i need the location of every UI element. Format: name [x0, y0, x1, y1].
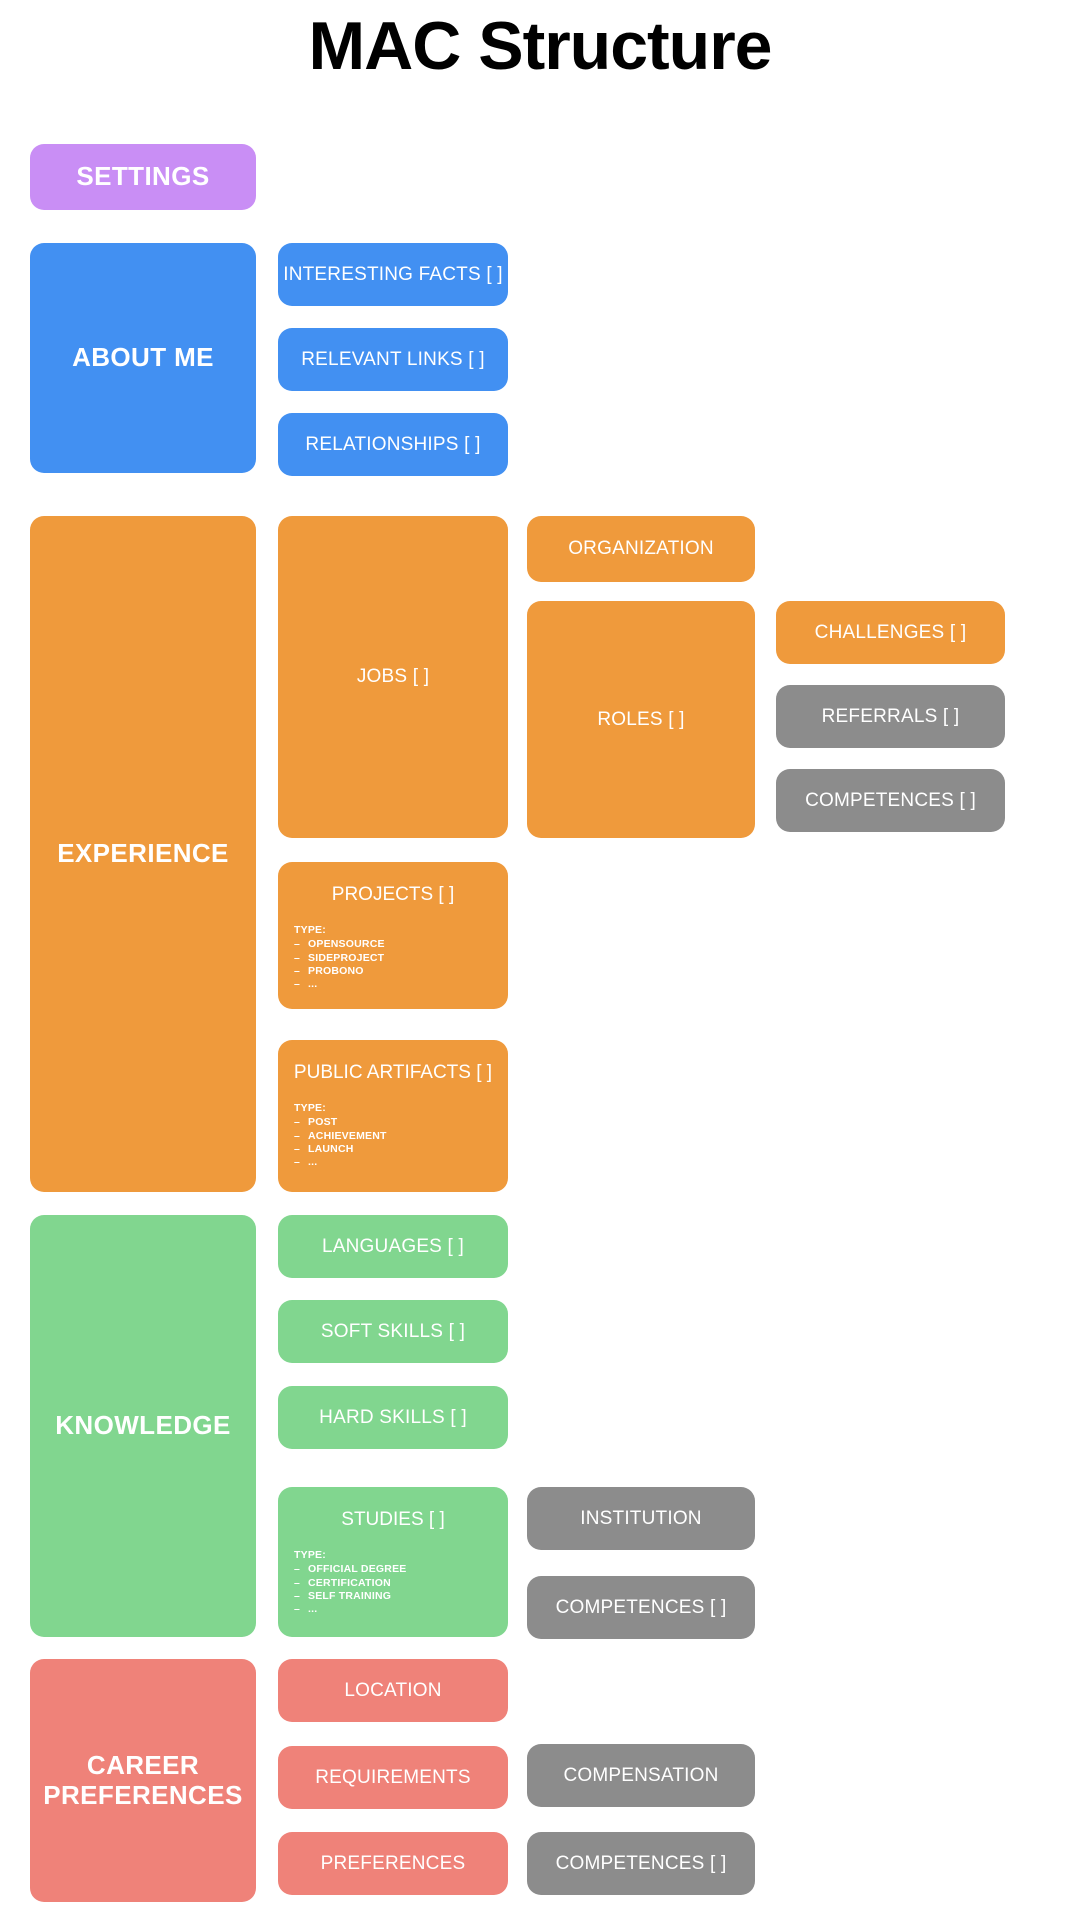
card-languages-label: LANGUAGES [ ] [322, 1235, 464, 1257]
card-knowledge[interactable]: KNOWLEDGE [30, 1215, 256, 1637]
projects-type-item: –OPENSOURCE [294, 938, 385, 951]
public-artifacts-type-item-label: ACHIEVEMENT [308, 1129, 387, 1142]
card-relationships-label: RELATIONSHIPS [ ] [305, 433, 481, 455]
projects-type-item: –SIDEPROJECT [294, 951, 385, 964]
public-artifacts-type-item-label: LAUNCH [308, 1142, 354, 1155]
card-public-artifacts-label: PUBLIC ARTIFACTS [ ] [293, 1062, 493, 1083]
card-soft-skills[interactable]: SOFT SKILLS [ ] [278, 1300, 508, 1363]
studies-type-item-label: ... [308, 1603, 318, 1616]
projects-type-item-label: PROBONO [308, 964, 364, 977]
projects-type-head: TYPE: [294, 923, 326, 936]
studies-type-item: –SELF TRAINING [294, 1589, 392, 1602]
studies-type-item: –CERTIFICATION [294, 1576, 391, 1589]
public-artifacts-type-item-label: ... [308, 1156, 318, 1169]
public-artifacts-type-item-label: POST [308, 1116, 338, 1129]
card-hard-skills[interactable]: HARD SKILLS [ ] [278, 1386, 508, 1449]
public-artifacts-type-item: –LAUNCH [294, 1142, 354, 1155]
card-career-preferences-line2: PREFERENCES [43, 1779, 243, 1810]
card-competences-knowledge-label: COMPETENCES [ ] [555, 1596, 727, 1618]
card-institution[interactable]: INSTITUTION [527, 1487, 755, 1550]
studies-type-item: –... [294, 1603, 318, 1616]
card-studies[interactable]: STUDIES [ ] TYPE: –OFFICIAL DEGREE –CERT… [278, 1487, 508, 1637]
projects-type-list: TYPE: –OPENSOURCE –SIDEPROJECT –PROBONO … [278, 924, 508, 992]
studies-type-item-label: CERTIFICATION [308, 1576, 391, 1589]
card-preferences[interactable]: PREFERENCES [278, 1832, 508, 1895]
projects-type-item-label: SIDEPROJECT [308, 951, 385, 964]
card-settings-label: SETTINGS [76, 161, 210, 192]
card-organization-label: ORGANIZATION [568, 538, 714, 560]
projects-type-item-label: ... [308, 978, 318, 991]
card-about-me-label: ABOUT ME [72, 342, 214, 373]
card-roles[interactable]: ROLES [ ] [527, 601, 755, 838]
card-relevant-links-label: RELEVANT LINKS [ ] [301, 348, 485, 370]
card-hard-skills-label: HARD SKILLS [ ] [319, 1406, 467, 1428]
public-artifacts-type-item: –ACHIEVEMENT [294, 1129, 387, 1142]
card-competences-experience-label: COMPETENCES [ ] [805, 789, 976, 811]
card-soft-skills-label: SOFT SKILLS [ ] [320, 1320, 466, 1342]
card-experience-label: EXPERIENCE [57, 838, 229, 869]
card-languages[interactable]: LANGUAGES [ ] [278, 1215, 508, 1278]
card-challenges[interactable]: CHALLENGES [ ] [776, 601, 1005, 664]
card-interesting-facts-label: INTERESTING FACTS [ ] [283, 263, 503, 285]
card-requirements-label: REQUIREMENTS [315, 1766, 471, 1788]
projects-type-item-label: OPENSOURCE [308, 938, 385, 951]
card-requirements[interactable]: REQUIREMENTS [278, 1746, 508, 1809]
card-institution-label: INSTITUTION [580, 1507, 702, 1529]
card-knowledge-label: KNOWLEDGE [55, 1410, 231, 1441]
studies-type-item-label: SELF TRAINING [308, 1589, 392, 1602]
card-organization[interactable]: ORGANIZATION [527, 516, 755, 582]
card-competences-career[interactable]: COMPETENCES [ ] [527, 1832, 755, 1895]
card-location-label: LOCATION [344, 1679, 442, 1701]
card-interesting-facts[interactable]: INTERESTING FACTS [ ] [278, 243, 508, 306]
card-competences-experience[interactable]: COMPETENCES [ ] [776, 769, 1005, 832]
card-career-preferences[interactable]: CAREER PREFERENCES [30, 1659, 256, 1902]
card-competences-knowledge[interactable]: COMPETENCES [ ] [527, 1576, 755, 1639]
public-artifacts-type-list: TYPE: –POST –ACHIEVEMENT –LAUNCH –... [278, 1102, 508, 1170]
card-location[interactable]: LOCATION [278, 1659, 508, 1722]
card-relevant-links[interactable]: RELEVANT LINKS [ ] [278, 328, 508, 391]
card-compensation-label: COMPENSATION [563, 1764, 719, 1786]
card-compensation[interactable]: COMPENSATION [527, 1744, 755, 1807]
card-jobs-label: JOBS [ ] [356, 666, 430, 688]
card-competences-career-label: COMPETENCES [ ] [555, 1852, 727, 1874]
projects-type-item: –PROBONO [294, 964, 364, 977]
public-artifacts-type-head: TYPE: [294, 1101, 326, 1114]
studies-type-list: TYPE: –OFFICIAL DEGREE –CERTIFICATION –S… [278, 1549, 508, 1617]
studies-type-head: TYPE: [294, 1548, 326, 1561]
card-about-me[interactable]: ABOUT ME [30, 243, 256, 473]
projects-type-item: –... [294, 978, 318, 991]
card-projects-label: PROJECTS [ ] [331, 884, 455, 905]
card-studies-label: STUDIES [ ] [341, 1509, 445, 1530]
card-referrals-label: REFERRALS [ ] [821, 705, 960, 727]
card-settings[interactable]: SETTINGS [30, 144, 256, 210]
public-artifacts-type-item: –POST [294, 1116, 338, 1129]
card-career-preferences-line1: CAREER [86, 1749, 200, 1780]
page-title: MAC Structure [308, 8, 772, 84]
studies-type-item-label: OFFICIAL DEGREE [308, 1563, 407, 1576]
card-preferences-label: PREFERENCES [320, 1852, 466, 1874]
public-artifacts-type-item: –... [294, 1156, 318, 1169]
card-jobs[interactable]: JOBS [ ] [278, 516, 508, 838]
card-challenges-label: CHALLENGES [ ] [814, 621, 967, 643]
card-career-preferences-label: CAREER PREFERENCES [30, 1749, 256, 1810]
studies-type-item: –OFFICIAL DEGREE [294, 1563, 407, 1576]
card-roles-label: ROLES [ ] [597, 708, 685, 730]
card-referrals[interactable]: REFERRALS [ ] [776, 685, 1005, 748]
card-projects[interactable]: PROJECTS [ ] TYPE: –OPENSOURCE –SIDEPROJ… [278, 862, 508, 1009]
card-public-artifacts[interactable]: PUBLIC ARTIFACTS [ ] TYPE: –POST –ACHIEV… [278, 1040, 508, 1192]
card-experience[interactable]: EXPERIENCE [30, 516, 256, 1192]
card-relationships[interactable]: RELATIONSHIPS [ ] [278, 413, 508, 476]
